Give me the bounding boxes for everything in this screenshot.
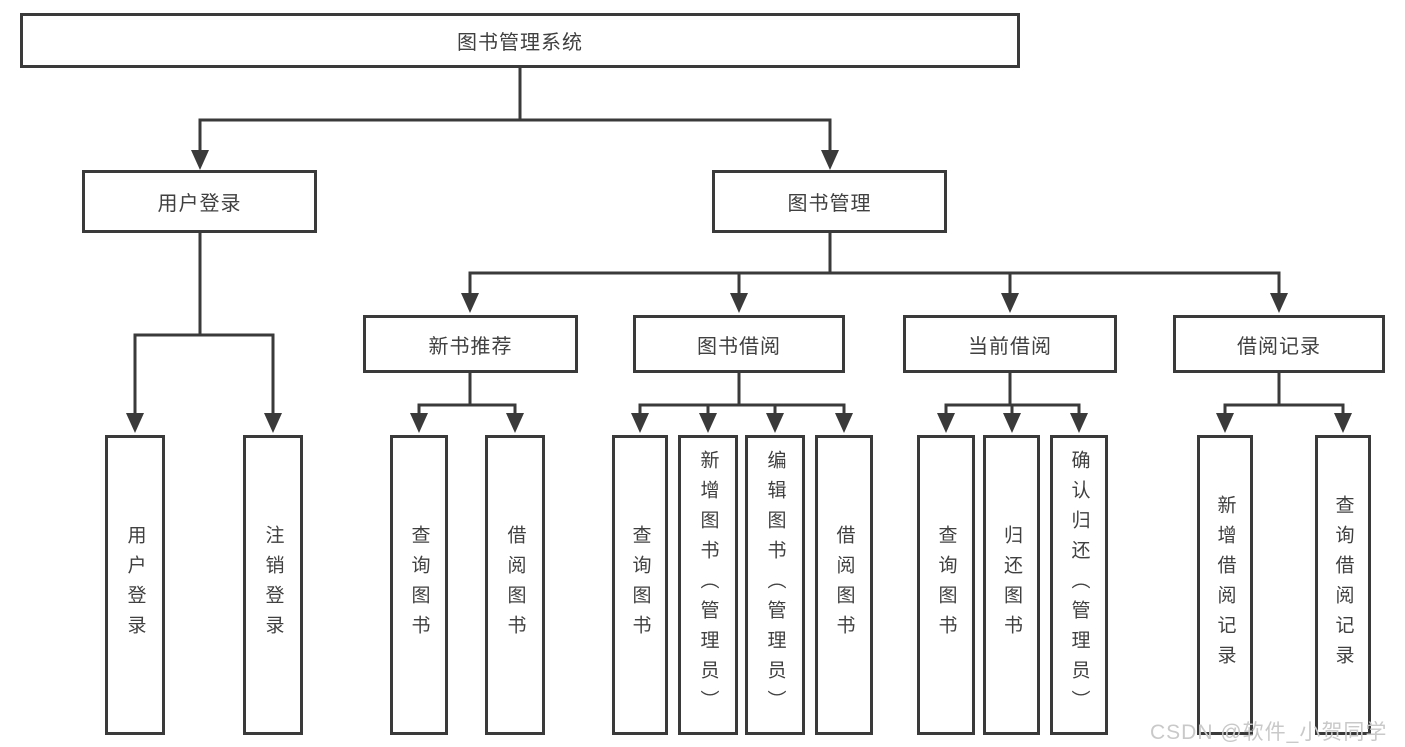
leaf-query-books-borrow: 查询图书 bbox=[612, 435, 668, 735]
node-borrow-record-label: 借阅记录 bbox=[1237, 335, 1321, 358]
node-current-borrow: 当前借阅 bbox=[903, 315, 1117, 373]
leaf-return-books-label: 归还图书 bbox=[1001, 525, 1022, 645]
leaf-query-books-recommend-label: 查询图书 bbox=[408, 525, 430, 645]
leaf-user-login: 用户登录 bbox=[105, 435, 165, 735]
leaf-borrow-books-recommend: 借阅图书 bbox=[485, 435, 545, 735]
node-root-label: 图书管理系统 bbox=[457, 32, 583, 54]
leaf-confirm-return-admin-label: 确认归还（管理员） bbox=[1068, 450, 1090, 720]
leaf-user-login-label: 用户登录 bbox=[124, 525, 146, 645]
leaf-add-borrow-record-label: 新增借阅记录 bbox=[1214, 495, 1236, 675]
leaf-add-books-admin: 新增图书（管理员） bbox=[678, 435, 738, 735]
leaf-query-books-current: 查询图书 bbox=[917, 435, 975, 735]
node-user-login: 用户登录 bbox=[82, 170, 317, 233]
node-current-borrow-label: 当前借阅 bbox=[968, 335, 1052, 358]
leaf-query-borrow-record: 查询借阅记录 bbox=[1315, 435, 1371, 735]
leaf-add-borrow-record: 新增借阅记录 bbox=[1197, 435, 1253, 735]
leaf-edit-books-admin: 编辑图书（管理员） bbox=[745, 435, 805, 735]
arrowheads bbox=[126, 150, 1352, 433]
leaf-confirm-return-admin: 确认归还（管理员） bbox=[1050, 435, 1108, 735]
leaf-borrow-books-recommend-label: 借阅图书 bbox=[504, 525, 526, 645]
leaf-query-books-borrow-label: 查询图书 bbox=[629, 525, 651, 645]
leaf-logout: 注销登录 bbox=[243, 435, 303, 735]
node-root: 图书管理系统 bbox=[20, 13, 1020, 68]
node-new-book-recommend-label: 新书推荐 bbox=[428, 335, 513, 358]
leaf-query-books-recommend: 查询图书 bbox=[390, 435, 448, 735]
node-borrow-record: 借阅记录 bbox=[1173, 315, 1385, 373]
leaf-borrow-books: 借阅图书 bbox=[815, 435, 873, 735]
leaf-query-books-current-label: 查询图书 bbox=[935, 525, 957, 645]
csdn-watermark: CSDN @软件_小贺同学 bbox=[1150, 721, 1388, 744]
leaf-borrow-books-label: 借阅图书 bbox=[833, 525, 855, 645]
leaf-return-books: 归还图书 bbox=[983, 435, 1040, 735]
node-user-login-label: 用户登录 bbox=[157, 193, 242, 215]
node-new-book-recommend: 新书推荐 bbox=[363, 315, 578, 373]
leaf-edit-books-admin-label: 编辑图书（管理员） bbox=[764, 450, 786, 720]
node-book-borrow: 图书借阅 bbox=[633, 315, 845, 373]
node-book-management-label: 图书管理 bbox=[787, 193, 872, 215]
leaf-logout-label: 注销登录 bbox=[262, 525, 284, 645]
node-book-borrow-label: 图书借阅 bbox=[697, 335, 781, 358]
node-book-management: 图书管理 bbox=[712, 170, 947, 233]
leaf-add-books-admin-label: 新增图书（管理员） bbox=[697, 450, 719, 720]
leaf-query-borrow-record-label: 查询借阅记录 bbox=[1332, 495, 1354, 675]
